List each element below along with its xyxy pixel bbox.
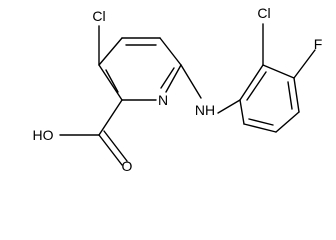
atom-label-pyridine-n: N [158,92,168,108]
bond-p5-p6-inner [248,118,274,126]
bond-c3-c4 [98,37,123,66]
bond-phenyl-f [293,49,316,79]
atom-label-cl-pyridine: Cl [92,8,105,24]
bond-p4-p5 [275,111,300,133]
bond-nh-phenyl [217,99,241,114]
atom-label-f: F [314,36,323,52]
bond-c2-c3 [98,64,123,101]
phenyl-ring [239,64,300,133]
molecule-diagram: Cl HO O N NH Cl F [33,5,323,174]
bond-p6-p1 [239,99,245,125]
bond-p1-p2-inner [246,71,267,101]
bond-c6-n [165,64,182,93]
bond-c6-n-inner [160,67,175,89]
bond-p3-p4 [293,77,300,113]
atom-label-amine: NH [195,102,215,118]
bond-c6-nh [180,64,202,99]
bond-p5-p6 [243,123,277,133]
bond-c5-c6 [159,37,182,66]
bond-c2-c3-inner [105,69,119,93]
bond-p1-p2 [239,64,264,101]
bond-carboxyl-o [98,134,123,166]
bond-c2-carboxyl [98,99,123,136]
bond-carboxyl-o-double [103,130,128,162]
pyridine-ring [98,37,182,101]
bond-p3-p4-inner [287,81,293,110]
atom-label-cl-phenyl: Cl [257,5,270,21]
atom-label-carbonyl-o: O [122,158,133,174]
bond-p2-p3 [262,64,295,79]
atom-label-hydroxyl: HO [33,127,54,143]
